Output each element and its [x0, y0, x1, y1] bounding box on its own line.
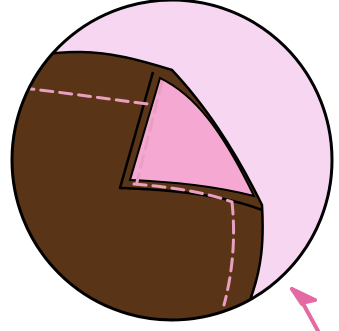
pointer-arrow-icon: [292, 289, 318, 331]
